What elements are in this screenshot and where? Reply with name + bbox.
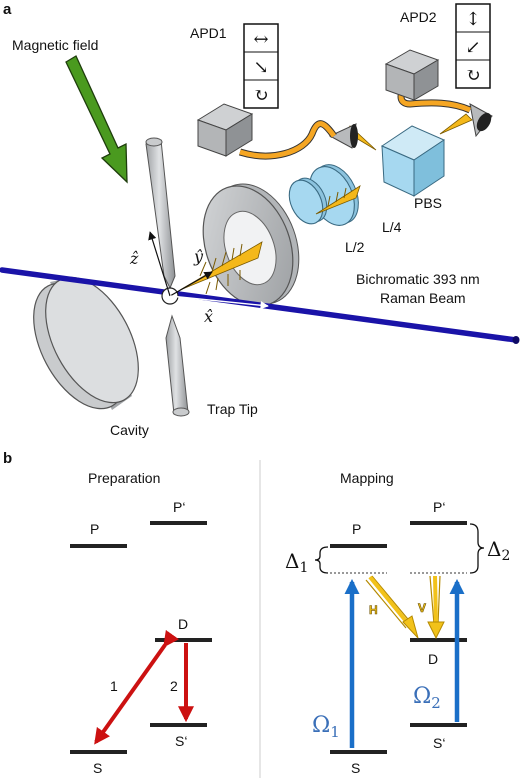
apd1-horizontal-icon: ↔ <box>253 29 268 50</box>
delta2-label: Δ2 <box>487 537 510 564</box>
prep-label-p-prime: P‘ <box>173 499 185 515</box>
beam-label-line1: Bichromatic 393 nm <box>356 271 480 287</box>
delta1-brace <box>314 546 329 574</box>
pbs-label: PBS <box>414 195 442 211</box>
map-levels <box>330 521 467 754</box>
photon-waveplates <box>315 185 361 215</box>
z-axis-label: ẑ <box>129 249 139 268</box>
l4-label: L/4 <box>382 219 402 235</box>
prep-label-d: D <box>178 616 188 632</box>
map-label-s-prime: S‘ <box>433 735 445 751</box>
x-axis-label: x̂ <box>204 307 213 326</box>
mapping-title: Mapping <box>340 470 394 486</box>
l2-label: L/2 <box>345 239 365 255</box>
cavity-mirror-right <box>202 183 300 307</box>
apd2-detector <box>384 49 440 101</box>
apd1-detector <box>196 103 254 157</box>
fiber-coupler-2 <box>469 103 493 138</box>
magnetic-field-arrow <box>65 55 128 184</box>
apd2-circular-icon: ↻ <box>465 65 480 86</box>
delta1-label: Δ1 <box>285 549 308 576</box>
prep-label-s-prime: S‘ <box>175 733 187 749</box>
preparation-title: Preparation <box>88 470 160 486</box>
apd1-circular-icon: ↻ <box>253 85 268 106</box>
prep-levels <box>70 521 212 754</box>
prep-label-p: P <box>90 521 99 537</box>
omega2-label: Ω2 <box>413 684 441 712</box>
photon-arrow-v <box>427 575 445 640</box>
photon-arrow-h <box>365 575 419 639</box>
prep-arrow-label-1: 1 <box>110 678 118 694</box>
cavity-label: Cavity <box>110 422 149 438</box>
apd1-label: APD1 <box>190 25 227 41</box>
omega1-label: Ω1 <box>312 713 340 741</box>
panel-b-label: b <box>3 450 12 467</box>
photon-h-label: H <box>369 603 378 617</box>
panel-a-label: a <box>3 1 12 18</box>
prep-arrow-label-2: 2 <box>170 678 178 694</box>
apd2-polarization-box: ↕ ↙ ↻ <box>455 3 491 89</box>
prep-label-s: S <box>93 760 102 776</box>
apd1-polarization-box: ↔ ↘ ↻ <box>243 23 279 109</box>
apd2-vertical-icon: ↕ <box>465 9 480 30</box>
trap-tip-label: Trap Tip <box>207 401 258 417</box>
pbs-cube <box>380 125 446 197</box>
magnetic-field-label: Magnetic field <box>12 37 98 53</box>
cavity-mirror-left <box>33 276 139 410</box>
y-axis-label: ŷ <box>193 247 204 266</box>
fiber-1 <box>238 120 337 160</box>
map-label-p-prime: P‘ <box>433 499 445 515</box>
delta2-brace <box>469 523 485 574</box>
apd2-label: APD2 <box>400 9 437 25</box>
quarter-wave-plate <box>288 177 328 225</box>
trap-tip-upper <box>145 137 176 290</box>
map-label-s: S <box>351 760 360 776</box>
map-label-p: P <box>352 521 361 537</box>
map-label-d: D <box>428 651 438 667</box>
photon-pbs-right <box>439 113 473 135</box>
trap-tip-lower <box>165 314 190 417</box>
beam-label-line2: Raman Beam <box>380 290 466 306</box>
fiber-coupler-1 <box>328 123 358 149</box>
apd1-diagonal-icon: ↘ <box>253 57 268 78</box>
photon-v-label: V <box>418 601 426 615</box>
prep-arrow-1 <box>94 629 179 745</box>
axes <box>148 231 269 310</box>
apd2-antidiagonal-icon: ↙ <box>465 37 480 58</box>
